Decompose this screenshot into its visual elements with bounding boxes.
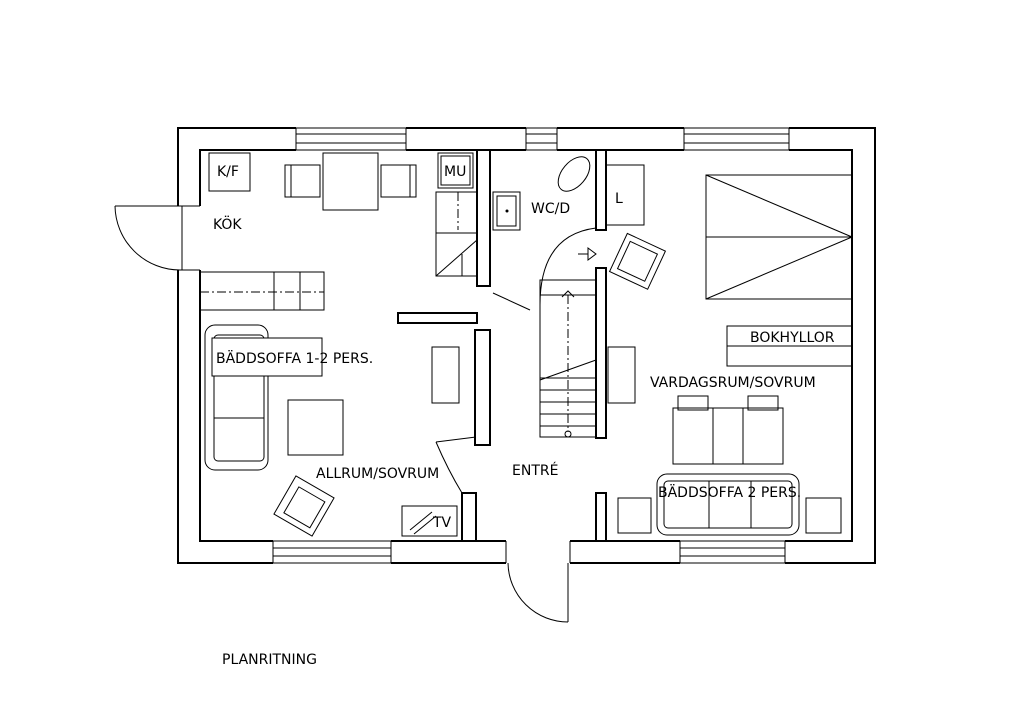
interior-doors: [435, 227, 597, 494]
microwave-label: MU: [444, 164, 466, 180]
allrum-furniture: BÄDDSOFFA 1-2 PERS. TV ALLRUM/SOVRUM: [204, 324, 460, 537]
sofabed-right-label: BÄDDSOFFA 2 PERS.: [658, 483, 801, 501]
outer-walls: [177, 127, 876, 564]
allrum-label: ALLRUM/SOVRUM: [316, 466, 439, 482]
sofabed-left-label: BÄDDSOFFA 1-2 PERS.: [216, 349, 373, 367]
vardagsrum-furniture: BOKHYLLOR VARDAGSRUM/SOVRUM BÄDDSOFFA 2 …: [607, 174, 853, 536]
windows-top: [295, 126, 790, 152]
tv-label: TV: [432, 515, 452, 531]
wc-label: WC/D: [531, 201, 570, 217]
entrance-label: ENTRÉ: [512, 462, 558, 479]
bookshelves-label: BOKHYLLOR: [750, 330, 835, 346]
closet: L: [605, 164, 667, 290]
windows-bottom: [272, 540, 786, 566]
vardagsrum-label: VARDAGSRUM/SOVRUM: [650, 375, 816, 391]
kitchen-furniture: K/F MU KÖK: [199, 152, 478, 311]
wc-furniture: WC/D: [492, 156, 597, 261]
entrance-door: [505, 539, 571, 623]
fridge-label: K/F: [217, 164, 239, 180]
stairs: [539, 279, 597, 438]
closet-label: L: [615, 191, 623, 207]
interior-walls: [397, 149, 607, 542]
plan-caption: PLANRITNING: [222, 652, 317, 668]
kitchen-door: [114, 205, 203, 271]
kitchen-label: KÖK: [213, 215, 242, 233]
